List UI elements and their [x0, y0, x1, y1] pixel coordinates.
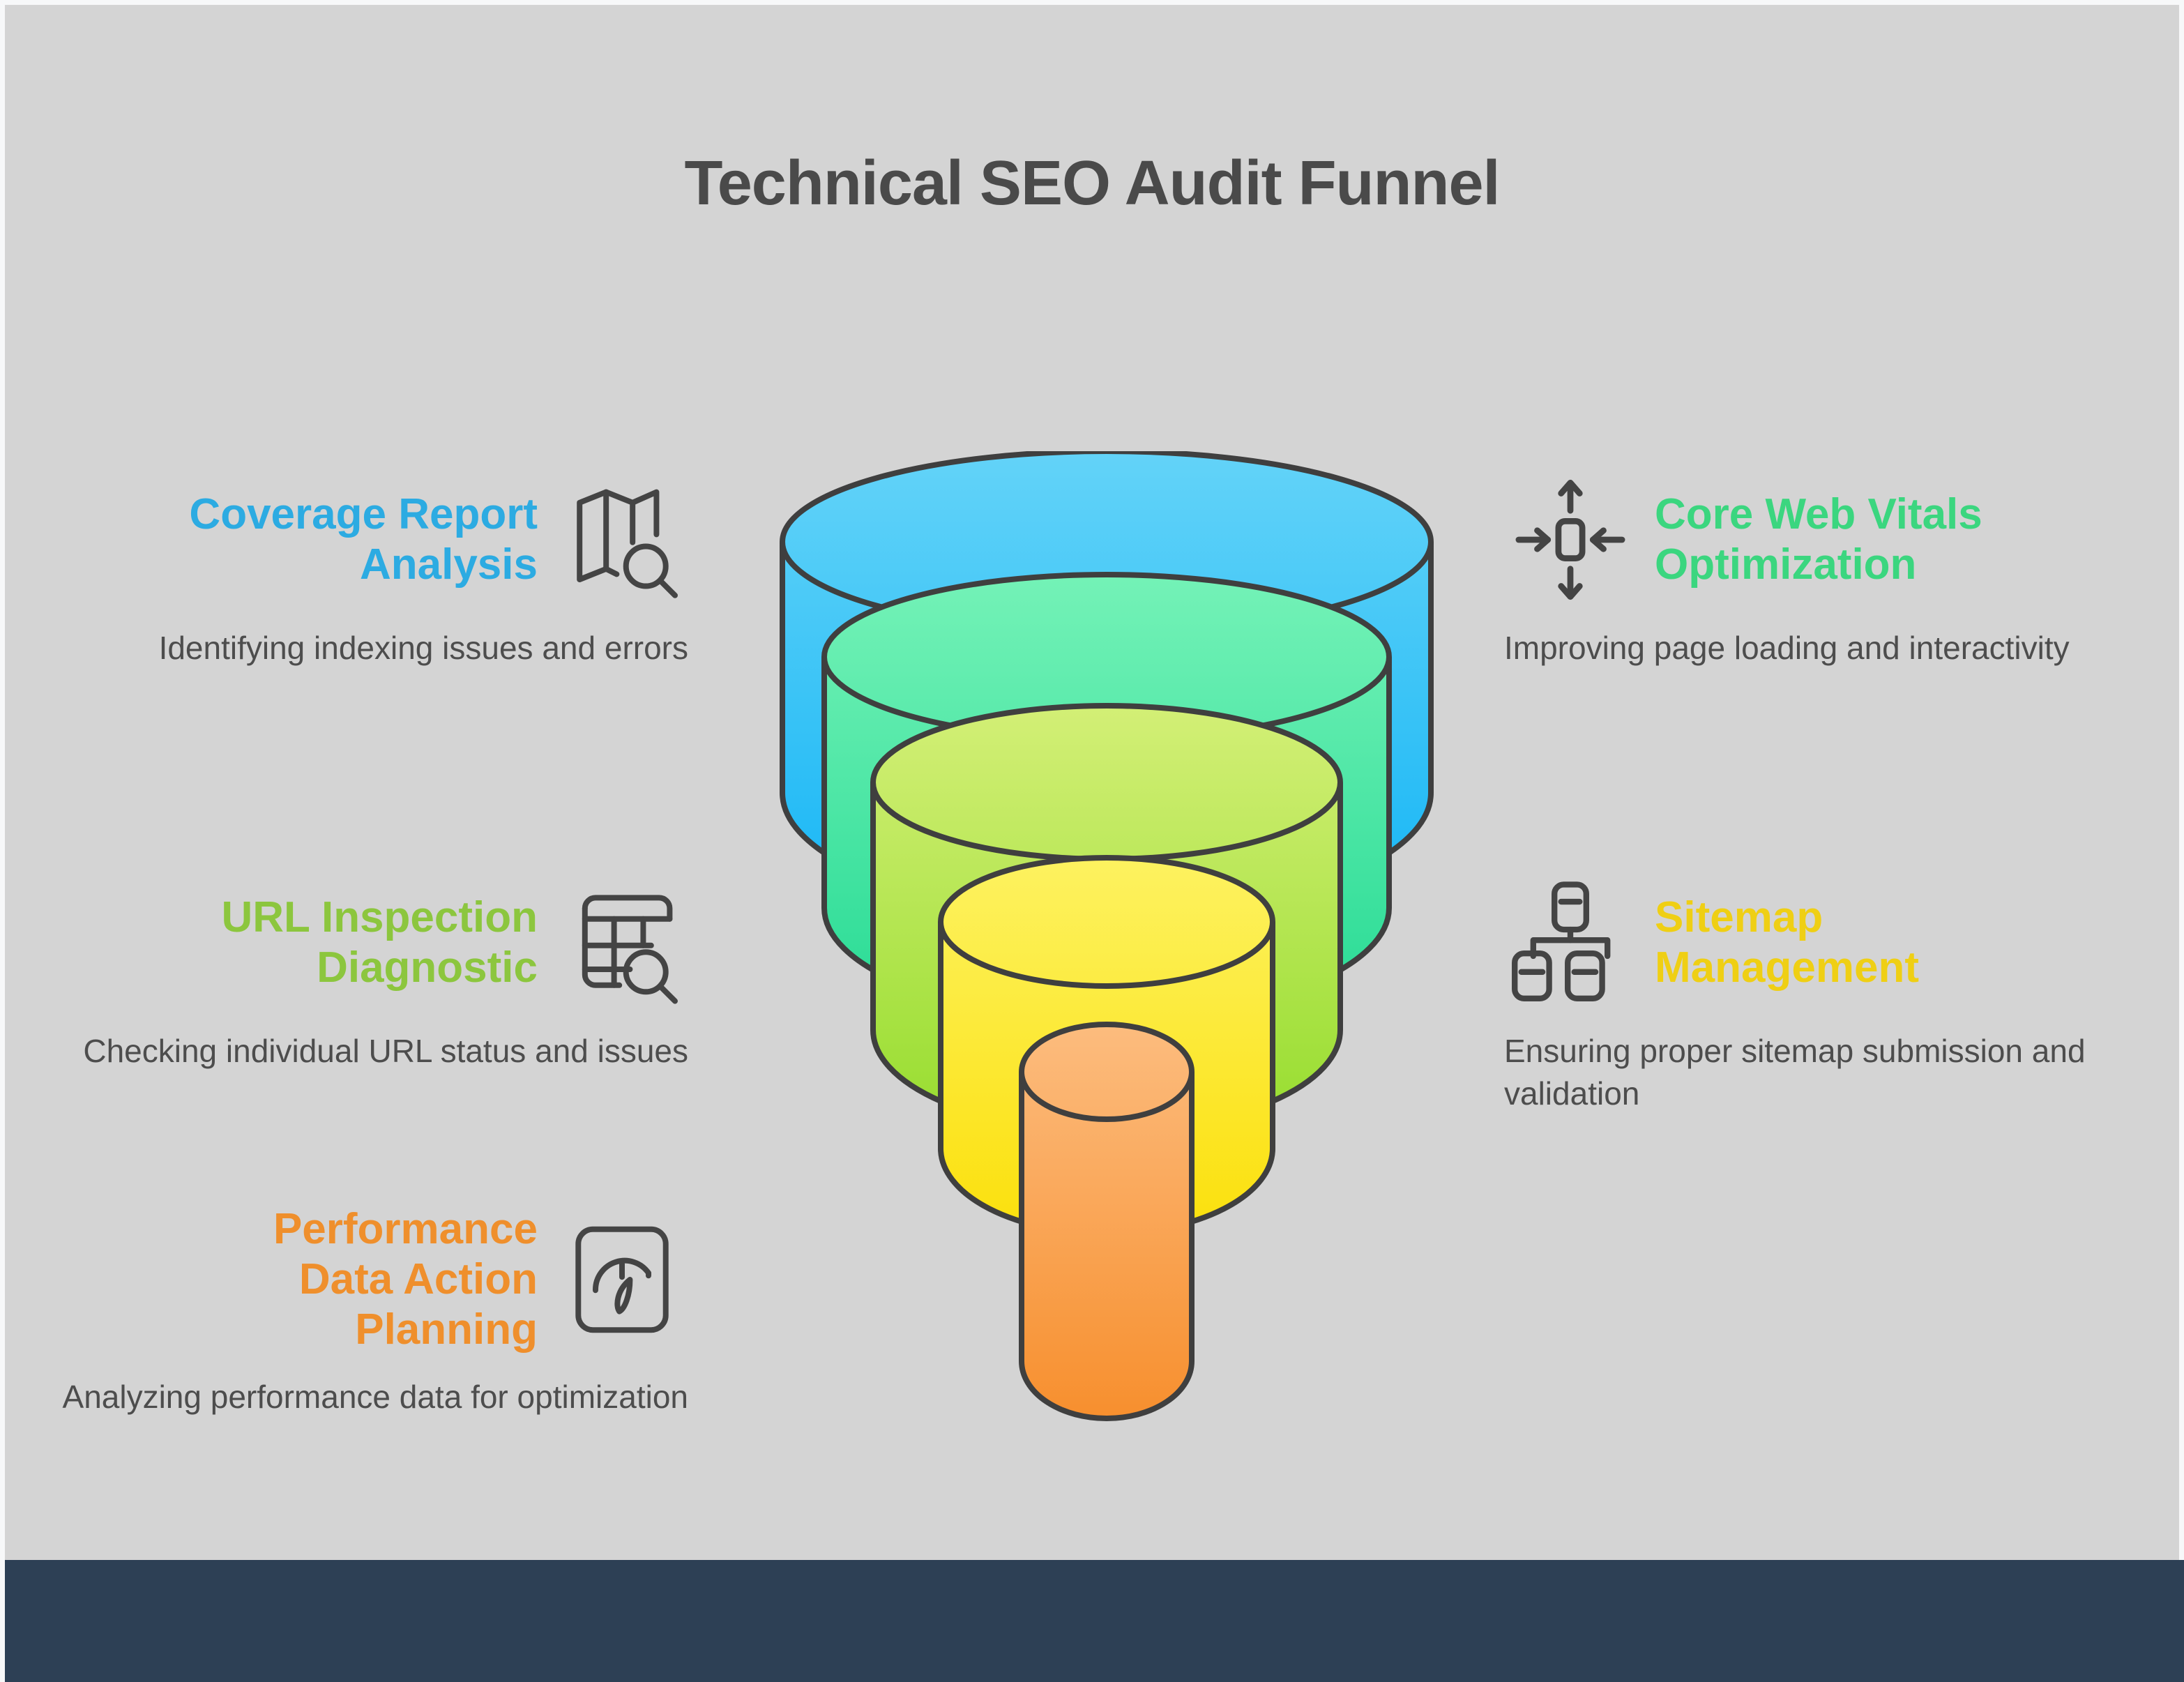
map-search-icon — [556, 473, 688, 606]
title-line: Sitemap — [1655, 893, 1823, 942]
item-core-web-vitals-optimization[interactable]: Core Web Vitals Optimization Improving p… — [1504, 473, 2146, 669]
item-url-inspection-diagnostic[interactable]: URL Inspection Diagnostic Checking ind — [47, 877, 688, 1073]
table-search-icon — [556, 877, 688, 1009]
title-line: Diagnostic — [317, 944, 538, 992]
item-title: Core Web Vitals Optimization — [1655, 490, 1982, 590]
item-description: Checking individual URL status and issue… — [83, 1033, 688, 1069]
page-title: Technical SEO Audit Funnel — [684, 149, 1500, 218]
item-title: Sitemap Management — [1655, 893, 1919, 993]
title-line: Performance — [273, 1205, 538, 1253]
gauge-icon — [556, 1213, 688, 1346]
item-header: Sitemap Management — [1504, 877, 2146, 1009]
title-line: Data Action — [298, 1255, 538, 1303]
funnel-diagram — [758, 451, 1455, 1441]
item-performance-data-action-planning[interactable]: Performance Data Action Planning Analyzi… — [47, 1204, 688, 1418]
title-line: Management — [1655, 944, 1919, 992]
title-line: Core Web Vitals — [1655, 490, 1982, 539]
infographic-canvas: Technical SEO Audit Funnel Coverage Repo… — [5, 5, 2179, 1560]
title-line: Coverage Report — [189, 490, 538, 539]
item-title: Performance Data Action Planning — [273, 1204, 538, 1355]
item-description: Identifying indexing issues and errors — [158, 630, 688, 666]
item-header: Core Web Vitals Optimization — [1504, 473, 2146, 606]
item-description: Improving page loading and interactivity — [1504, 630, 2070, 666]
sitemap-hierarchy-icon — [1504, 877, 1637, 1009]
item-title: Coverage Report Analysis — [189, 490, 538, 590]
title-line: Analysis — [359, 540, 538, 589]
item-description: Ensuring proper sitemap submission and v… — [1504, 1033, 2086, 1112]
item-sitemap-management[interactable]: Sitemap Management Ensuring proper sitem… — [1504, 877, 2146, 1114]
resize-arrows-icon — [1504, 473, 1637, 606]
item-title: URL Inspection Diagnostic — [221, 893, 538, 993]
title-line: Planning — [355, 1305, 538, 1354]
funnel-level-5 — [1019, 1022, 1195, 1421]
item-coverage-report-analysis[interactable]: Coverage Report Analysis Identifying ind… — [47, 473, 688, 669]
item-description: Analyzing performance data for optimizat… — [62, 1378, 688, 1415]
title-line: URL Inspection — [221, 893, 538, 942]
item-header: URL Inspection Diagnostic — [47, 877, 688, 1009]
title-line: Optimization — [1655, 540, 1917, 589]
footer-bar — [5, 1560, 2184, 1682]
item-header: Coverage Report Analysis — [47, 473, 688, 606]
item-header: Performance Data Action Planning — [47, 1204, 688, 1355]
